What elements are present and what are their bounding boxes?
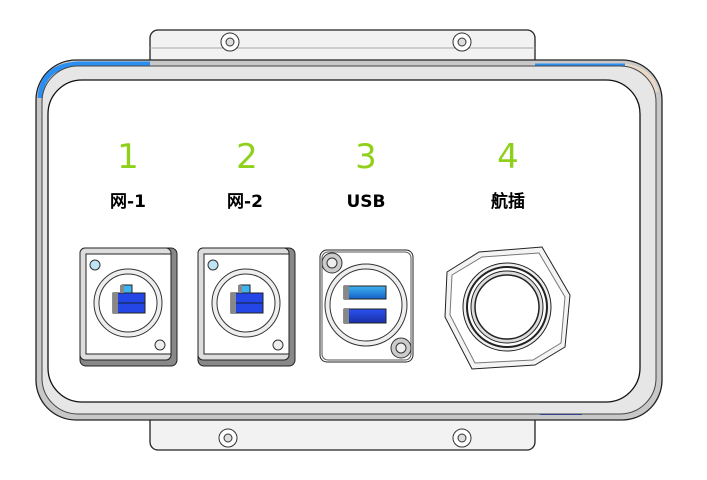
screw-icon xyxy=(452,428,472,448)
port-number: 4 xyxy=(497,137,519,177)
screw-icon xyxy=(207,259,219,271)
ethernet-jack-icon xyxy=(112,284,146,314)
aviation-plug-port-4 xyxy=(444,246,571,370)
port-label: 网-1 xyxy=(110,192,146,212)
usb-port-3 xyxy=(319,249,414,363)
ethernet-jack-icon xyxy=(230,284,264,314)
port-number: 1 xyxy=(117,137,139,177)
usb-socket-icon xyxy=(343,285,387,324)
port-3-heading: 3 USB xyxy=(346,137,385,212)
rj45-port-2 xyxy=(197,247,296,367)
port-label: USB xyxy=(346,192,385,212)
screw-icon xyxy=(452,32,472,52)
port-label: 网-2 xyxy=(227,192,263,212)
port-1-heading: 1 网-1 xyxy=(110,137,146,212)
port-label: 航插 xyxy=(491,191,525,212)
port-2-heading: 2 网-2 xyxy=(227,137,263,212)
screw-icon xyxy=(220,32,240,52)
rj45-port-1 xyxy=(79,247,178,367)
screw-icon xyxy=(272,339,284,351)
port-number: 3 xyxy=(355,137,377,177)
screw-icon xyxy=(154,339,166,351)
port-4-heading: 4 航插 xyxy=(491,137,525,212)
port-number: 2 xyxy=(236,137,258,177)
screw-icon xyxy=(218,428,238,448)
screw-icon xyxy=(89,259,101,271)
